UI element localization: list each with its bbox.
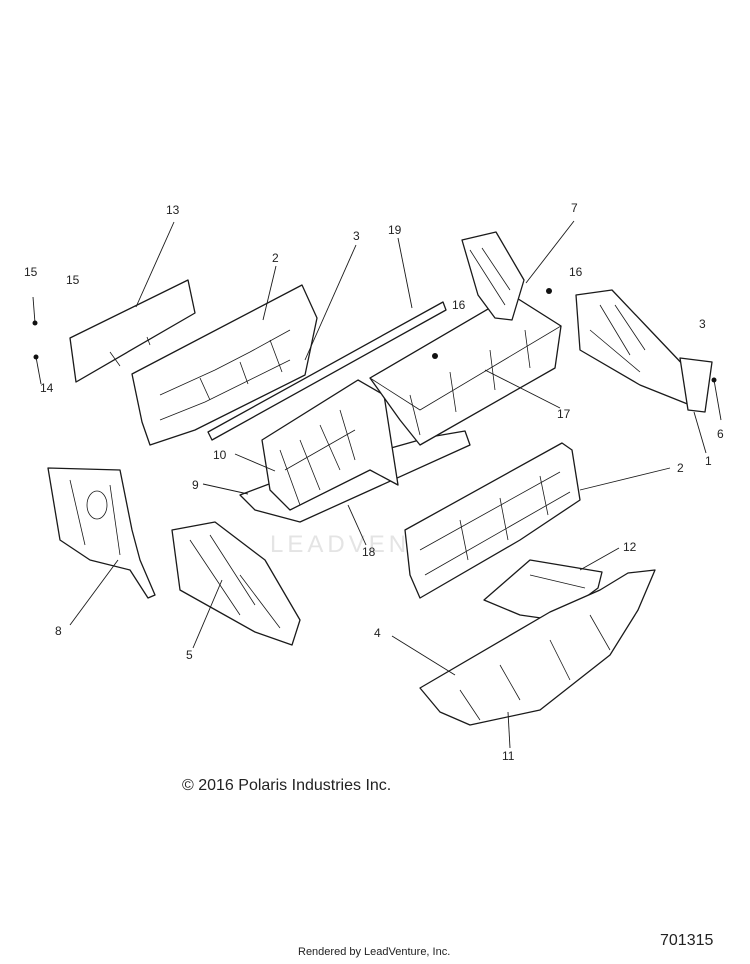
callout-18: 18 [362, 545, 376, 559]
fastener-16-a [546, 288, 552, 294]
callout-8: 8 [55, 624, 62, 638]
part-1-panel [575, 289, 691, 406]
callout-17: 17 [557, 407, 571, 421]
callout-13: 13 [166, 203, 180, 217]
callout-16b: 16 [452, 298, 466, 312]
leader-2-upper [262, 265, 277, 321]
leader-4 [391, 635, 456, 676]
callout-2-upper: 2 [272, 251, 279, 265]
callout-15a: 15 [24, 265, 38, 279]
callout-3-upper: 3 [353, 229, 360, 243]
leader-18 [347, 504, 367, 546]
part-19-rail [207, 301, 447, 441]
leader-19 [397, 237, 413, 309]
leader-3-upper [304, 244, 357, 361]
callout-2-lower: 2 [677, 461, 684, 475]
callout-10: 10 [213, 448, 227, 462]
leader-9 [202, 483, 249, 495]
part-7-panel [461, 231, 525, 321]
callout-16a: 16 [569, 265, 583, 279]
leader-13 [135, 221, 175, 308]
leader-2-lower [579, 467, 671, 491]
leader-17 [484, 369, 561, 409]
callout-6: 6 [717, 427, 724, 441]
callout-7: 7 [571, 201, 578, 215]
leader-1 [693, 411, 707, 454]
leader-7 [525, 220, 575, 284]
leader-12 [579, 547, 620, 571]
callout-11: 11 [502, 749, 515, 763]
part-11-floor [419, 569, 656, 726]
part-17-bin [369, 294, 562, 446]
part-3-bracket [679, 357, 713, 413]
drawing-number: 701315 [660, 932, 714, 949]
part-10-console [261, 379, 399, 511]
part-2-upper-panel [131, 284, 318, 446]
fastener-15 [32, 296, 38, 326]
fastener-14 [33, 354, 42, 385]
callout-19: 19 [388, 223, 402, 237]
callout-12: 12 [623, 540, 637, 554]
leader-8 [69, 559, 119, 626]
callout-9: 9 [192, 478, 199, 492]
fastener-6 [711, 377, 722, 421]
callout-14: 14 [40, 381, 54, 395]
rendered-by-label: Rendered by LeadVenture, Inc. [298, 946, 451, 958]
part-5-panel [171, 521, 301, 646]
part-13-panel [69, 279, 196, 383]
callout-1: 1 [705, 454, 712, 468]
callout-15b: 15 [66, 273, 80, 287]
callout-5: 5 [186, 648, 193, 662]
fastener-16-b [432, 353, 438, 359]
leader-11 [507, 711, 511, 749]
copyright-notice: © 2016 Polaris Industries Inc. [182, 777, 392, 794]
leader-5 [192, 579, 223, 649]
leader-10 [234, 453, 276, 472]
part-8-panel [47, 467, 156, 599]
callout-4: 4 [374, 626, 381, 640]
part-2-lower-panel [404, 442, 581, 599]
callout-3-right: 3 [699, 317, 706, 331]
